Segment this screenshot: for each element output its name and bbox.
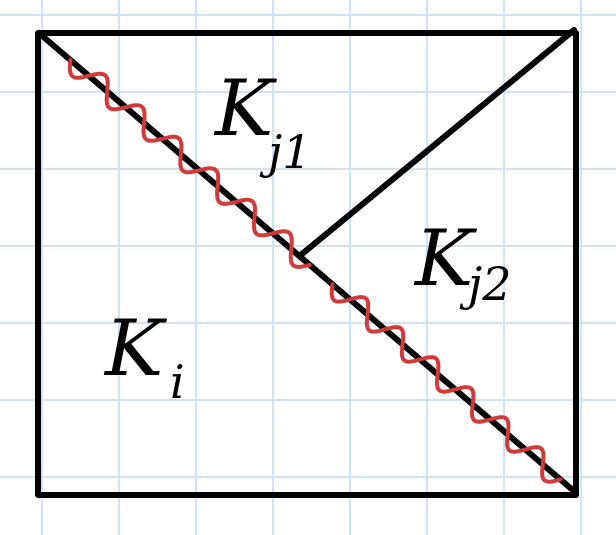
label-kj1-sub: j1 (259, 125, 312, 179)
split-line (299, 27, 577, 257)
label-kj2-main: K (413, 214, 478, 304)
wavy-interface-upper (67, 58, 312, 269)
main-diagonal (37, 31, 578, 495)
label-kj2-sub: j2 (459, 257, 512, 311)
label-ki-main: K (103, 304, 168, 394)
label-ki-sub: i (170, 355, 185, 409)
wavy-interface-lower (329, 282, 563, 484)
outer-square (35, 30, 579, 498)
label-kj1-main: K (213, 64, 278, 154)
